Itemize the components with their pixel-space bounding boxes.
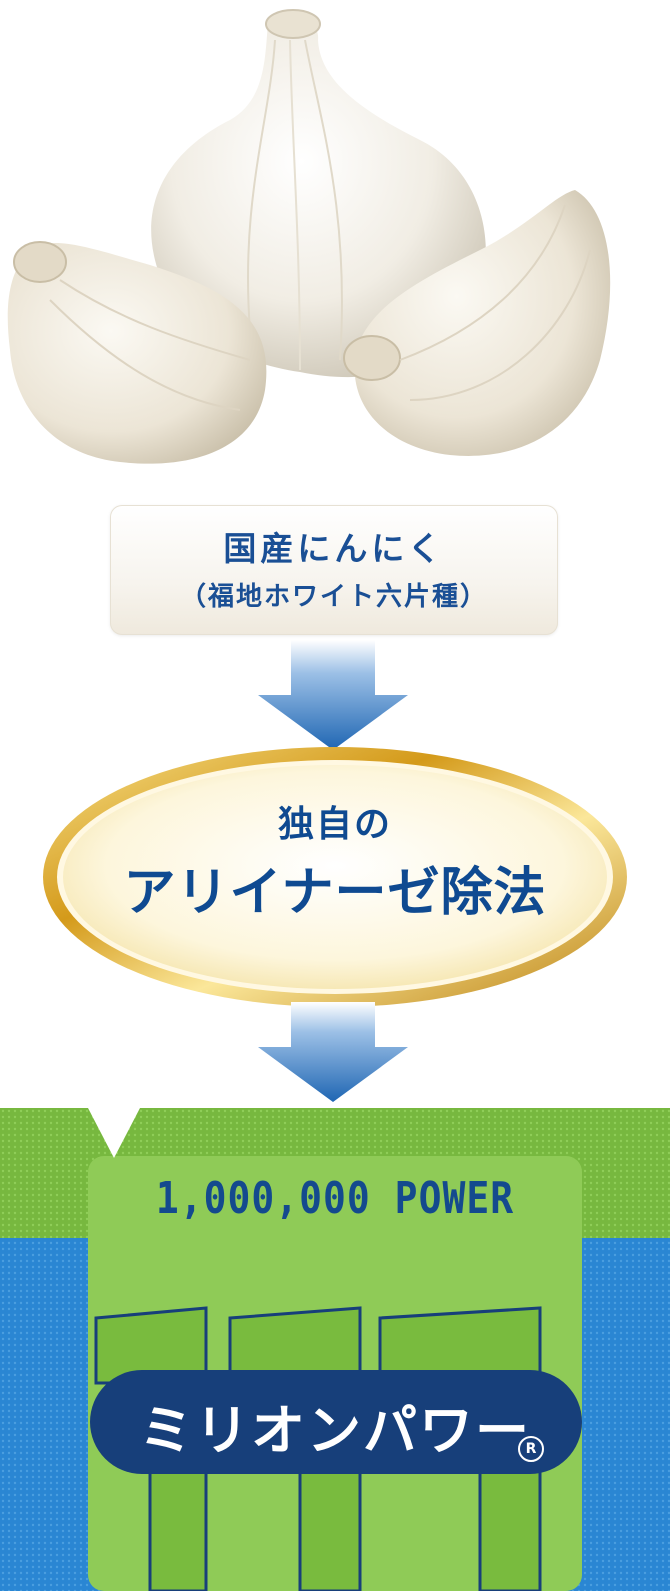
method-line2: アリイナーゼ除法 [123, 863, 547, 923]
garlic-clove-left [7, 241, 267, 464]
arrow-down-icon [258, 640, 408, 750]
arrow-down-icon [258, 1002, 408, 1102]
source-subtitle: （福地ホワイト六片種） [179, 582, 488, 612]
method-oval-badge [43, 747, 627, 1007]
garlic-clove-right [343, 190, 611, 456]
tear-notch-icon [88, 1108, 140, 1158]
source-label-card: 国産にんにく （福地ホワイト六片種） [110, 505, 558, 635]
garlic-image [7, 9, 611, 464]
product-power-label: 1,000,000 POWER [155, 1172, 515, 1224]
garlic-bulb [151, 9, 486, 378]
registered-mark: R [518, 1436, 544, 1462]
product-sachet [0, 1108, 670, 1591]
product-name: ミリオンパワー [139, 1399, 531, 1462]
source-title: 国産にんにく [223, 529, 445, 568]
method-line1: 独自の [277, 804, 392, 845]
